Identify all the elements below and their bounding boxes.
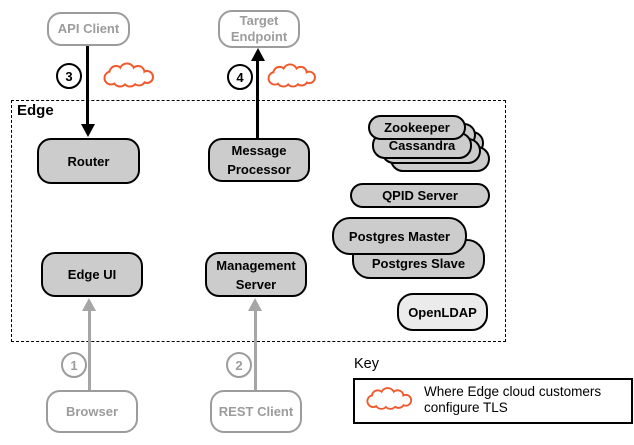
tls-cloud-icon bbox=[267, 63, 316, 88]
key-title: Key bbox=[354, 356, 379, 372]
edge-boundary-box bbox=[11, 100, 506, 342]
openldap-node: OpenLDAP bbox=[397, 293, 488, 331]
step-2-marker: 2 bbox=[226, 352, 252, 378]
arrow-browser-to-edge-ui-head bbox=[82, 298, 96, 311]
tls-cloud-icon bbox=[366, 387, 413, 410]
management-server-node: Management Server bbox=[205, 252, 307, 297]
arrow-api-client-to-router-line bbox=[86, 46, 89, 126]
arrow-rest-client-to-mgmt-head bbox=[248, 298, 262, 311]
postgres-master-node: Postgres Master bbox=[332, 217, 467, 255]
target-endpoint-node: Target Endpoint bbox=[218, 10, 300, 48]
message-processor-node: Message Processor bbox=[208, 138, 310, 182]
browser-node: Browser bbox=[46, 390, 138, 433]
edge-ui-node: Edge UI bbox=[41, 252, 143, 297]
edge-boundary-label: Edge bbox=[17, 102, 54, 119]
tls-cloud-icon bbox=[103, 62, 154, 88]
arrow-mp-to-target-head bbox=[250, 48, 265, 61]
qpid-server-node: QPID Server bbox=[350, 183, 490, 208]
step-1-marker: 1 bbox=[61, 352, 87, 378]
key-description: Where Edge cloud customers configure TLS bbox=[424, 384, 602, 415]
arrow-rest-client-to-mgmt-line bbox=[253, 309, 257, 390]
arrow-mp-to-target-line bbox=[256, 59, 259, 138]
arrow-browser-to-edge-ui-line bbox=[87, 309, 91, 390]
postgres-slave-label: Postgres Slave bbox=[371, 256, 466, 271]
router-node: Router bbox=[37, 138, 140, 184]
arrow-api-client-to-router-head bbox=[80, 124, 95, 137]
step-3-marker: 3 bbox=[56, 63, 82, 89]
step-4-marker: 4 bbox=[227, 64, 253, 90]
zookeeper-node: Zookeeper bbox=[368, 115, 466, 140]
rest-client-node: REST Client bbox=[210, 390, 302, 433]
api-client-node: API Client bbox=[47, 12, 130, 46]
